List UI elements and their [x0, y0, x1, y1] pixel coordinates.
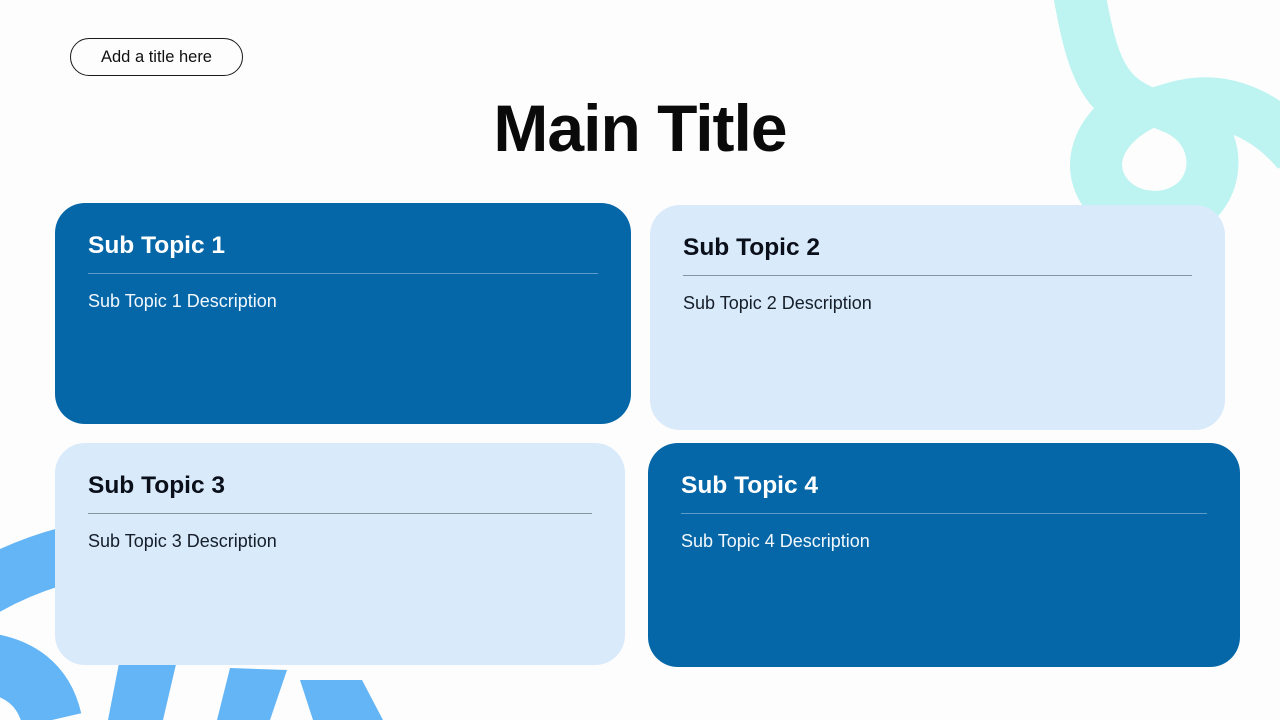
subtopic-card-1[interactable]: Sub Topic 1 Sub Topic 1 Description: [55, 203, 631, 424]
title-placeholder-pill[interactable]: Add a title here: [70, 38, 243, 76]
card-divider: [88, 513, 592, 514]
card-divider: [681, 513, 1207, 514]
card-divider: [683, 275, 1192, 276]
subtopic-description[interactable]: Sub Topic 1 Description: [88, 291, 277, 311]
stripe-shape: [108, 658, 177, 720]
subtopic-title[interactable]: Sub Topic 1: [88, 232, 226, 259]
subtopic-card-2[interactable]: Sub Topic 2 Sub Topic 2 Description: [650, 205, 1225, 430]
subtopic-description[interactable]: Sub Topic 4 Description: [681, 531, 870, 551]
subtopic-title[interactable]: Sub Topic 2: [683, 234, 821, 261]
stripe-shape: [300, 680, 383, 720]
stripe-shape: [217, 668, 287, 720]
main-title[interactable]: Main Title: [493, 91, 787, 165]
subtopic-title[interactable]: Sub Topic 3: [88, 472, 226, 499]
subtopic-description[interactable]: Sub Topic 3 Description: [88, 531, 277, 551]
subtopic-card-4[interactable]: Sub Topic 4 Sub Topic 4 Description: [648, 443, 1240, 667]
subtopic-card-3[interactable]: Sub Topic 3 Sub Topic 3 Description: [55, 443, 625, 665]
subtopic-description[interactable]: Sub Topic 2 Description: [683, 293, 872, 313]
subtopic-title[interactable]: Sub Topic 4: [681, 472, 819, 499]
card-divider: [88, 273, 598, 274]
